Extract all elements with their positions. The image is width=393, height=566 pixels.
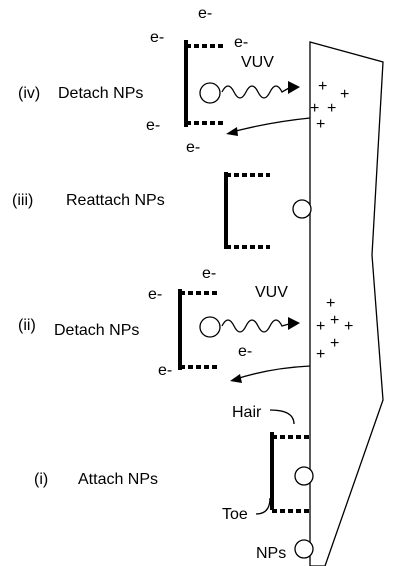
toe-label: Toe xyxy=(222,506,248,523)
stage-ii-label: Detach NPs xyxy=(54,322,139,339)
stage-iv-electron-1: e- xyxy=(198,5,212,22)
nps-label: NPs xyxy=(256,545,286,562)
stage-iv-electron-5: e- xyxy=(186,139,200,156)
stage-ii-vuv-arrowhead xyxy=(288,317,300,330)
stage-ii-nanoparticle xyxy=(199,316,221,338)
stage-iv-vuv-arrowhead xyxy=(288,81,300,94)
stage-iv-vuv-label: VUV xyxy=(241,54,274,71)
stage-ii-flow-arrowhead xyxy=(230,374,242,383)
stage-i-label: Attach NPs xyxy=(78,471,158,488)
stage-iv-label: Detach NPs xyxy=(58,85,143,102)
stage-iv-roman: (iv) xyxy=(18,85,40,102)
stage-ii-vuv-wave xyxy=(221,319,290,333)
stage-ii-vuv-label: VUV xyxy=(255,284,288,301)
stage-iv-plus-2: + xyxy=(340,86,349,103)
stage-iv-plus-3: + xyxy=(310,100,319,117)
stage-ii-electron-flow-arrow xyxy=(235,365,311,380)
stage-iv-nanoparticle xyxy=(199,82,221,104)
stage-iv-electron-3: e- xyxy=(234,34,248,51)
stage-ii-plus-6: + xyxy=(316,346,325,363)
stage-ii-plus-1: + xyxy=(326,295,335,312)
stage-i-nanoparticle xyxy=(294,466,314,486)
stage-iv-plus-4: + xyxy=(327,100,336,117)
stage-iv-electron-2: e- xyxy=(150,29,164,46)
stage-iv-vuv-wave xyxy=(221,85,290,99)
stage-iv-flow-arrowhead xyxy=(226,127,238,136)
stage-ii-electron-3: e- xyxy=(238,343,252,360)
substrate-surface xyxy=(309,41,384,566)
stage-ii-plus-5: + xyxy=(330,335,339,352)
stage-iii-nanoparticle xyxy=(292,199,312,219)
stage-ii-roman: (ii) xyxy=(18,317,36,334)
stage-ii-plus-4: + xyxy=(344,318,353,335)
stage-ii-electron-4: e- xyxy=(158,362,172,379)
stage-ii-electron-1: e- xyxy=(202,265,216,282)
stage-ii-plus-2: + xyxy=(316,318,325,335)
stage-ii-plus-3: + xyxy=(330,312,339,329)
stage-iii-roman: (iii) xyxy=(12,192,33,209)
stage-iv-electron-4: e- xyxy=(146,117,160,134)
toe-leader-line xyxy=(255,497,271,515)
stage-i-roman: (i) xyxy=(34,471,48,488)
hair-label: Hair xyxy=(232,404,262,421)
stage-ii-electron-2: e- xyxy=(148,286,162,303)
bottom-nanoparticle xyxy=(294,539,314,559)
stage-iii-label: Reattach NPs xyxy=(66,192,165,209)
stage-iv-electron-flow-arrow xyxy=(231,117,311,133)
stage-iv-plus-1: + xyxy=(318,78,327,95)
stage-iv-plus-5: + xyxy=(316,116,325,133)
hair-leader-line xyxy=(269,409,295,425)
